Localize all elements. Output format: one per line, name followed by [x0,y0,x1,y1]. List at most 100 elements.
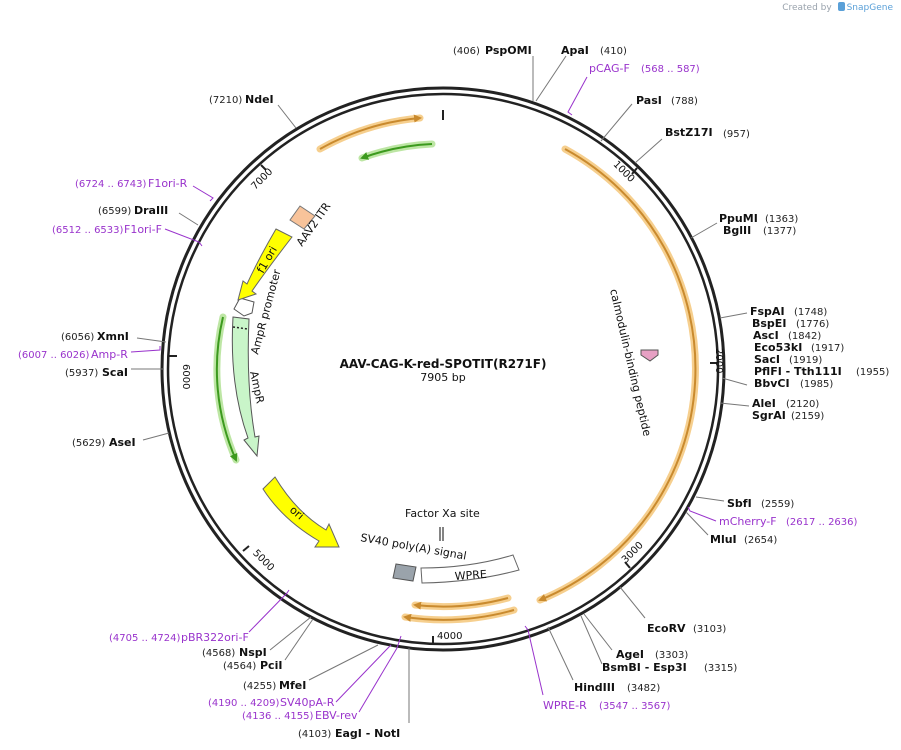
site-name-apai: ApaI [561,44,589,57]
site-name-saci: SacI [754,353,780,366]
site-labels: (406) PspOMI ApaI (410) PasI (788) BstZ1… [61,44,889,740]
site-pos-sgrai: (2159) [791,411,824,422]
ampr-feature [231,316,260,458]
site-pos-scai: (5937) [65,368,98,379]
leader-pasi [600,103,633,142]
site-name-pflfi: PflFI - Tth111I [754,365,842,378]
site-name-asci: AscI [753,329,779,342]
site-name-mlui: MluI [710,533,737,546]
primer-range-f1ori-f: (6512 .. 6533) [52,225,124,236]
site-pos-agei: (3303) [655,650,688,661]
primer-leader-wpre-r [524,625,544,696]
primer-range-ebv-rev: (4136 .. 4155) [242,711,314,722]
tick-mark-1000 [631,167,638,175]
site-pos-sbfi: (2559) [761,499,794,510]
bottom-orf-arrow-2 [403,609,515,622]
site-name-ppumi: PpuMI [719,212,758,225]
feature-label-factor-xa: Factor Xa site [405,507,480,520]
primer-labels: pCAG-F (568 .. 587) mCherry-F (2617 .. 2… [18,62,858,722]
leader-ppumi-bglii [690,222,718,239]
site-name-notI: EagI - NotI [335,727,400,740]
site-name-pasi: PasI [636,94,662,107]
site-name-eco53ki: Eco53kI [754,341,802,354]
site-pos-bsmbi: (3315) [704,663,737,674]
leader-alei [719,402,750,407]
primer-range-f1ori-r: (6724 .. 6743) [75,179,147,190]
primer-range-sv40pa-r: (4190 .. 4209) [208,698,280,709]
site-name-bglii: BglII [723,224,751,237]
leader-nspi [269,616,312,651]
primer-leader-pbr322ori-f [248,589,290,633]
leader-bstz17i [634,138,663,164]
plasmid-length: 7905 bp [420,371,465,384]
leader-bsmbi [580,615,603,665]
cbp-feature [640,349,659,362]
f1-ori-feature [237,228,293,301]
leader-mfei [308,644,379,681]
leader-draiii [178,212,199,226]
feature-label-wpre: WPRE [454,568,487,583]
primer-name-pcag-f: pCAG-F [589,62,630,75]
site-pos-mfei: (4255) [243,681,276,692]
site-pos-xmni: (6056) [61,332,94,343]
site-pos-asci: (1842) [788,331,821,342]
site-leaders [131,55,750,723]
primer-name-f1ori-r: F1ori-R [148,177,188,190]
site-name-scai: ScaI [102,366,128,379]
site-pos-notI: (4103) [298,729,331,740]
primer-name-wpre-r: WPRE-R [543,699,587,712]
site-name-ecorv: EcoRV [647,622,686,635]
site-name-fspai: FspAI [750,305,785,318]
site-name-hindiii: HindIII [574,681,615,694]
top-green-arrow [360,143,433,160]
feature-label-cbp: calmodulin-binding peptide [607,288,654,438]
site-name-agei: AgeI [616,648,644,661]
site-name-bstz17i: BstZ17I [665,126,713,139]
tick-label-4000: 4000 [437,631,462,642]
site-name-ndei: NdeI [245,93,274,106]
ampr-promoter-feature [233,297,255,317]
site-name-sbfi: SbfI [727,497,752,510]
primer-name-amp-r: Amp-R [91,348,128,361]
primer-leader-mcherry-f [687,506,717,522]
site-pos-pasi: (788) [671,96,698,107]
left-green-arrow [215,316,238,462]
site-name-nspi: NspI [239,646,267,659]
snapgene-credit: Created by SnapGene [782,2,893,13]
site-name-pcii: PciI [260,659,282,672]
primer-leader-f1ori-r [192,185,214,202]
leader-xmni [136,337,167,343]
feature-label-sv40-polya: SV40 poly(A) signal [359,531,467,562]
site-name-bspei: BspEI [752,317,786,330]
primer-leader-f1ori-f [164,228,203,247]
backbone-inner [166,92,720,646]
leader-hindiii [547,626,574,681]
leader-apai [535,55,567,102]
site-name-xmni: XmnI [97,330,129,343]
leader-ndei [277,104,297,129]
site-pos-draiii: (6599) [98,206,131,217]
site-pos-pspomi: (406) [453,46,480,57]
site-pos-ppumi: (1363) [765,214,798,225]
site-pos-ecorv: (3103) [693,624,726,635]
site-pos-alei: (2120) [786,399,819,410]
site-pos-bstz17i: (957) [723,129,750,140]
site-pos-mlui: (2654) [744,535,777,546]
site-pos-bspei: (1776) [796,319,829,330]
site-pos-eco53ki: (1917) [811,343,844,354]
primer-leaders [130,76,717,713]
primer-leader-pcag-f [567,76,588,116]
site-name-alei: AleI [752,397,776,410]
primer-range-pbr322ori-f: (4705 .. 4724) [109,633,181,644]
tick-label-6000: 6000 [180,364,191,389]
site-name-asei: AseI [109,436,136,449]
leader-pcii [284,618,314,661]
site-name-pspomi: PspOMI [485,44,532,57]
top-green-glow [358,140,436,162]
site-pos-hindiii: (3482) [627,683,660,694]
primer-range-wpre-r: (3547 .. 3567) [599,701,671,712]
leader-asei [142,432,170,441]
site-name-mfei: MfeI [279,679,306,692]
primer-name-pbr322ori-f: pBR322ori-F [181,631,249,644]
primer-range-pcag-f: (568 .. 587) [641,64,700,75]
